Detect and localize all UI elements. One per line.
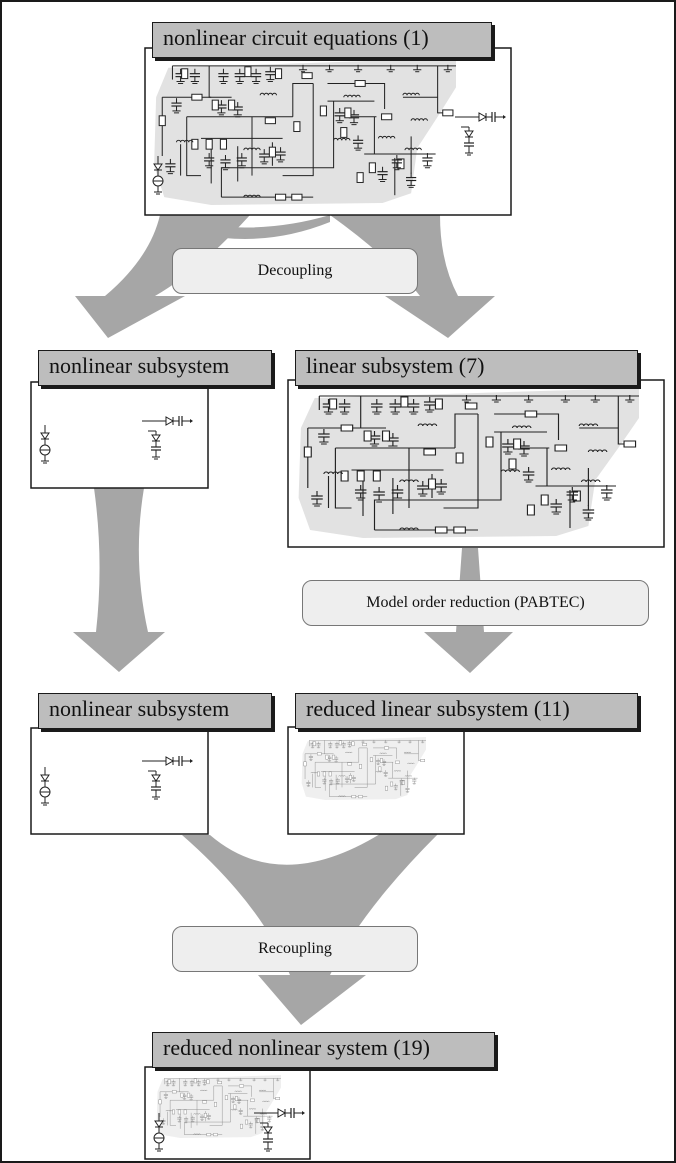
node-label-nonlinear-a: nonlinear subsystem — [38, 350, 272, 386]
node-label-nonlinear-b: nonlinear subsystem — [38, 693, 272, 729]
final-circuit-thumbnail — [157, 1075, 281, 1138]
step-decoupling: Decoupling — [172, 248, 418, 294]
node-label-final: reduced nonlinear system (19) — [152, 1032, 495, 1068]
top-circuit-panel — [144, 47, 512, 216]
nonlinear-panel-a — [30, 381, 209, 489]
left-flow-arrow — [73, 488, 165, 672]
linear-panel — [287, 379, 665, 548]
node-label-linear: linear subsystem (7) — [295, 350, 638, 386]
reduced-linear-panel — [287, 726, 465, 835]
nonlinear-panel-b — [30, 727, 209, 835]
reduced-circuit-thumbnail — [302, 737, 426, 800]
node-label-top: nonlinear circuit equations (1) — [152, 22, 492, 58]
step-model-order-reduction: Model order reduction (PABTEC) — [302, 580, 649, 626]
decouple-arrow-left — [75, 215, 250, 338]
final-panel — [144, 1066, 311, 1160]
node-label-reduced-linear: reduced linear subsystem (11) — [295, 693, 638, 729]
step-recoupling: Recoupling — [172, 926, 418, 972]
